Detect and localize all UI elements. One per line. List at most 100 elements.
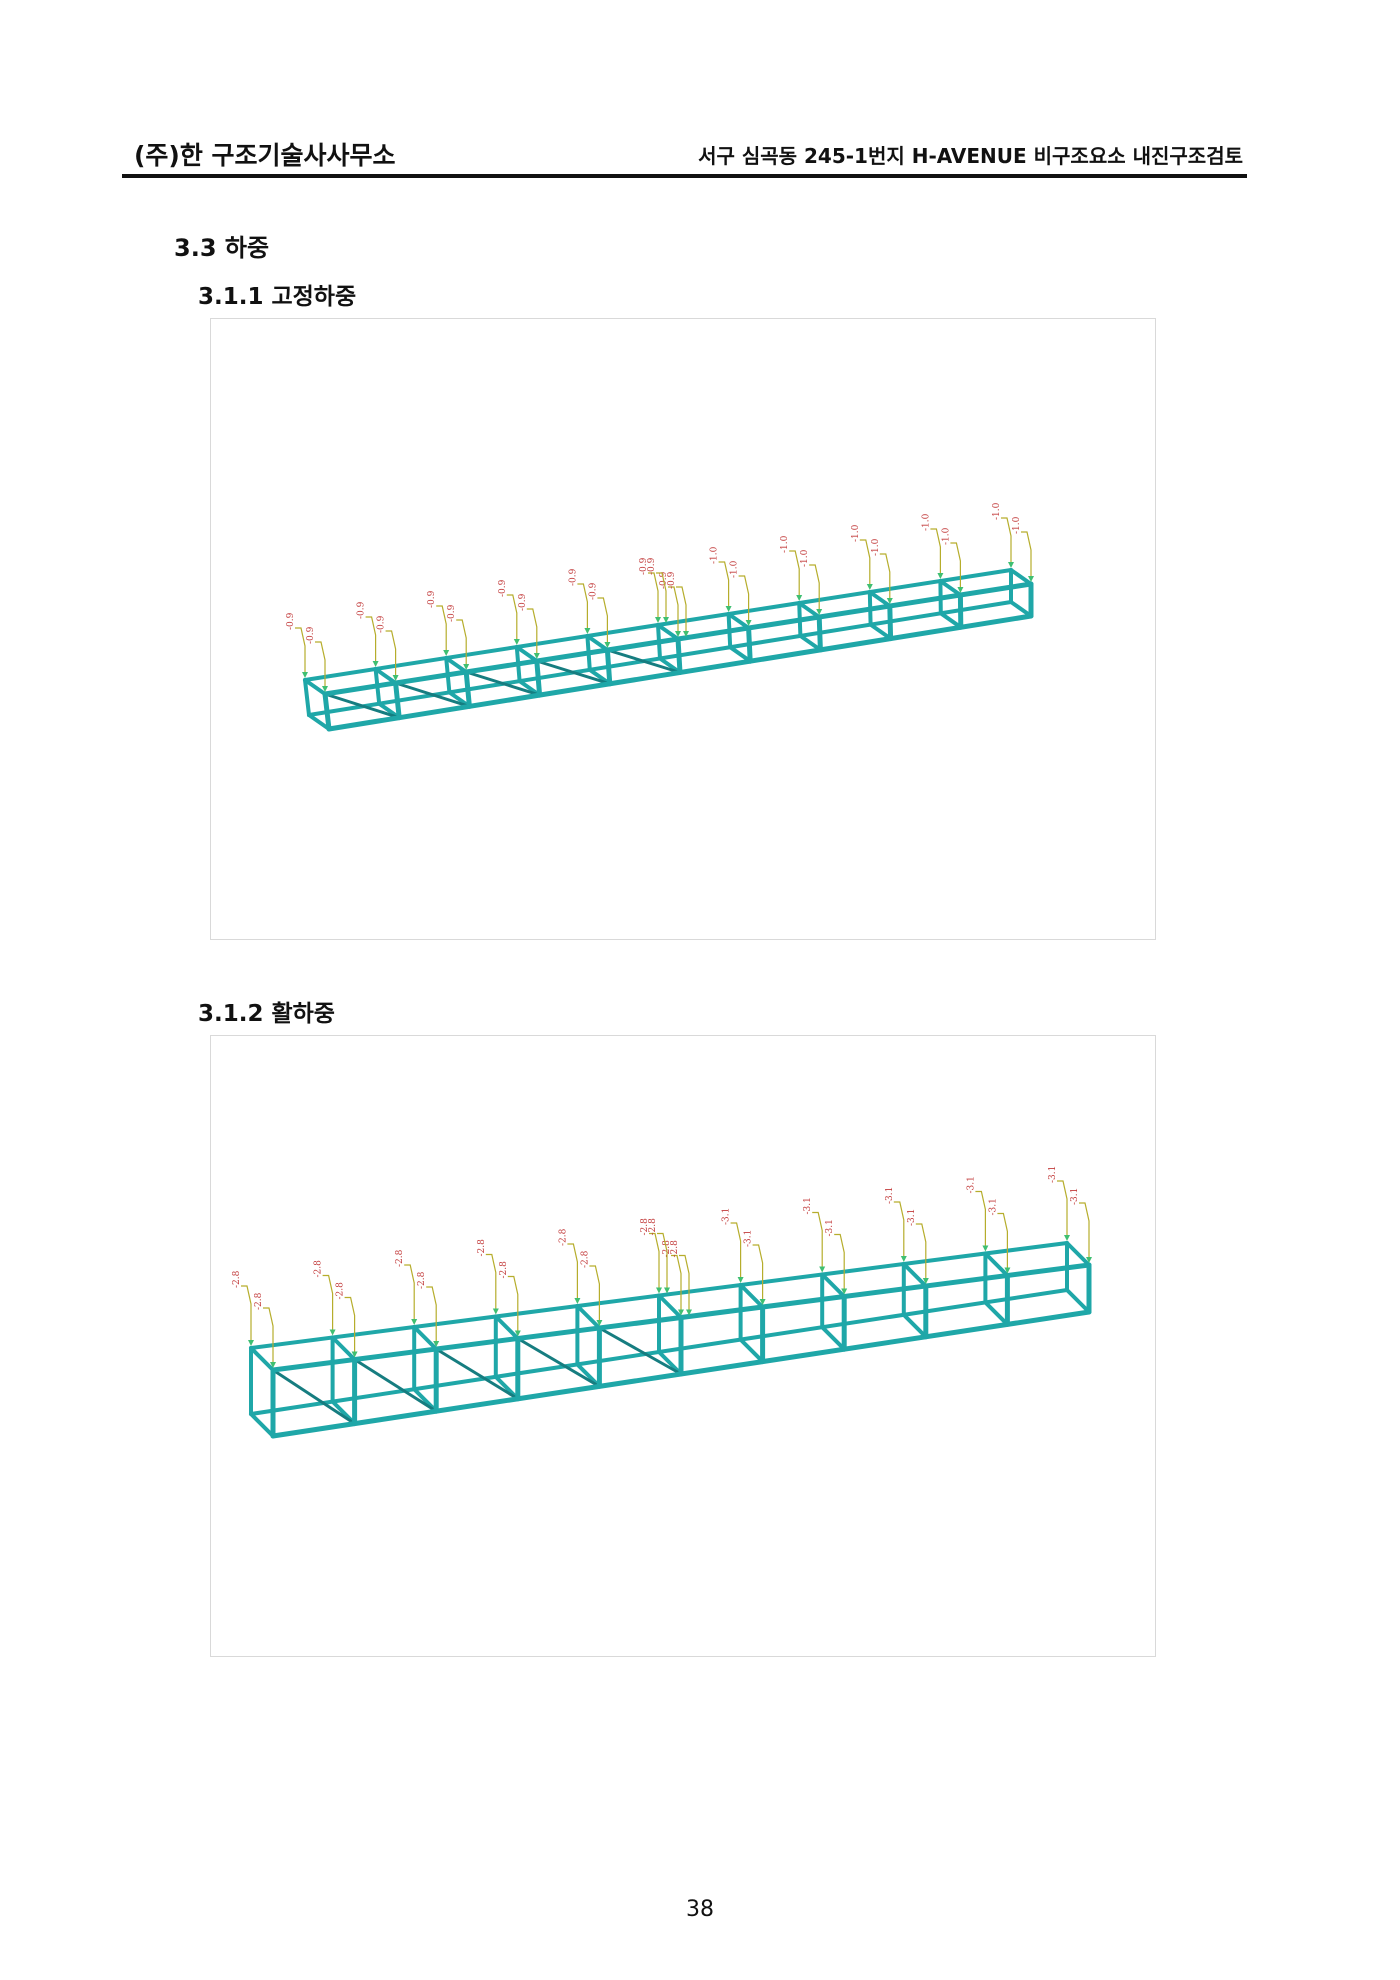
load-value-label: -2.8 (395, 1249, 405, 1267)
front-post (604, 647, 613, 687)
load-value-label: -0.9 (286, 612, 296, 630)
load-leader-line (789, 550, 800, 597)
load-leader-line (241, 1285, 252, 1342)
bottom-cross-member (1009, 600, 1033, 618)
dead-load-truss-drawing: -0.9-0.9-0.9-0.9-0.9-0.9-0.9-0.9-0.9-0.9… (286, 502, 1034, 732)
load-leader-line (975, 1190, 987, 1248)
load-leader-line (1057, 1180, 1068, 1237)
load-value-label: -2.8 (640, 1218, 650, 1236)
load-arrow (463, 664, 470, 670)
load-arrow (270, 1362, 276, 1368)
top-cross-member (330, 1335, 357, 1362)
load-leader-line (752, 1244, 764, 1301)
load-value-label: -3.1 (1070, 1188, 1080, 1205)
load-arrow (737, 1277, 744, 1283)
load-arrow (1064, 1235, 1070, 1241)
bottom-cross-member (249, 1412, 275, 1438)
figure-1-title: 3.1.1 고정하중 (198, 284, 357, 310)
load-arrow (663, 617, 669, 623)
load-value-label: -2.8 (232, 1270, 242, 1288)
load-value-label: -0.9 (427, 590, 437, 608)
load-leader-line (506, 594, 518, 641)
load-value-label: -1.0 (992, 502, 1002, 520)
top-cross-member (797, 601, 822, 619)
front-post (534, 658, 543, 698)
load-value-label: -3.1 (966, 1176, 976, 1193)
load-leader-line (676, 586, 687, 633)
back-post (303, 678, 311, 717)
load-leader-line (295, 627, 306, 674)
load-arrow (745, 620, 752, 626)
load-arrow (957, 587, 964, 593)
load-leader-line (404, 1264, 415, 1321)
load-arrow (443, 650, 450, 656)
front-post (816, 614, 823, 653)
load-leader-line (656, 572, 667, 619)
load-leader-line (679, 1254, 690, 1312)
load-value-label: -2.8 (314, 1260, 324, 1278)
load-leader-line (718, 561, 730, 608)
load-arrow (982, 1245, 989, 1252)
load-leader-line (730, 1222, 742, 1279)
load-value-label: -2.8 (477, 1239, 487, 1257)
load-leader-line (456, 619, 467, 666)
load-value-label: -3.1 (825, 1219, 835, 1236)
load-value-label: -1.0 (921, 513, 931, 531)
bottom-cross-member (868, 622, 893, 641)
load-leader-line (263, 1307, 274, 1364)
load-arrow (678, 1309, 684, 1316)
panel-diagonal (464, 670, 542, 697)
section-title: 3.3 하중 (174, 234, 270, 262)
load-leader-line (507, 1275, 519, 1333)
load-arrow (604, 642, 611, 648)
top-cross-member (585, 634, 610, 652)
load-arrow (1004, 1267, 1011, 1274)
bottom-cross-member (1065, 1288, 1091, 1314)
load-arrow (492, 1308, 499, 1315)
load-value-label: -1.0 (710, 546, 720, 564)
load-leader-line (526, 608, 538, 655)
top-cross-member (303, 678, 327, 696)
load-leader-line (657, 1232, 668, 1290)
load-arrow (533, 653, 540, 659)
load-arrow (574, 1298, 581, 1304)
load-arrow (664, 1287, 670, 1294)
load-arrow (655, 617, 661, 623)
load-leader-line (322, 1274, 334, 1332)
bottom-cross-member (798, 633, 823, 652)
load-arrow (675, 631, 681, 637)
load-value-label: -1.0 (730, 560, 740, 578)
top-cross-member (656, 623, 680, 641)
front-post (746, 625, 753, 664)
load-value-label: -2.8 (336, 1282, 346, 1300)
top-cross-member (444, 656, 469, 674)
front-post (322, 691, 332, 732)
panel-diagonal (516, 1337, 601, 1388)
load-value-label: -3.1 (722, 1208, 732, 1225)
load-value-label: -2.8 (648, 1218, 658, 1236)
load-value-label: -3.1 (988, 1198, 998, 1215)
load-value-label: -2.8 (670, 1240, 680, 1258)
load-arrow (759, 1299, 766, 1305)
top-cross-member (514, 645, 539, 663)
load-value-label: -2.8 (558, 1228, 568, 1246)
load-leader-line (738, 575, 750, 622)
load-leader-line (893, 1201, 905, 1258)
load-arrow (656, 1287, 662, 1294)
load-value-label: -1.0 (941, 527, 951, 545)
load-leader-line (365, 616, 377, 663)
load-arrow (351, 1351, 358, 1358)
page-number: 38 (686, 1897, 714, 1922)
load-leader-line (950, 542, 962, 589)
load-arrow (1028, 576, 1034, 582)
load-arrow (796, 595, 803, 601)
top-cross-member (738, 1283, 765, 1309)
load-leader-line (589, 1265, 600, 1322)
bottom-cross-member (307, 713, 331, 731)
panel-diagonal (394, 681, 471, 708)
load-leader-line (385, 630, 397, 677)
load-value-label: -0.9 (498, 579, 508, 597)
load-value-label: -0.9 (568, 568, 578, 586)
load-arrow (411, 1319, 418, 1325)
load-value-label: -3.1 (744, 1230, 754, 1247)
